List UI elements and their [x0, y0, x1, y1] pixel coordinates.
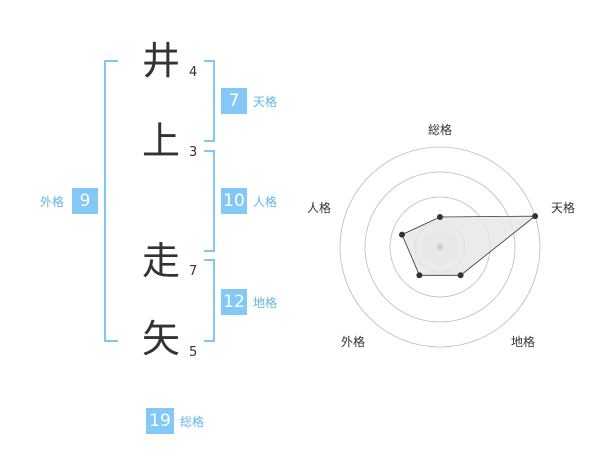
jinkaku-bracket [204, 150, 215, 252]
gaikaku-label: 外格 [40, 195, 65, 209]
radar-label-jinkaku: 人格 [307, 201, 332, 215]
radar-label-chikaku: 地格 [511, 335, 536, 349]
tenkaku-label: 天格 [253, 95, 278, 109]
stroke-count-4: 5 [189, 345, 198, 360]
soukaku-value: 19 [146, 408, 174, 434]
stroke-count-2: 3 [189, 145, 198, 160]
jinkaku-value: 10 [221, 188, 247, 214]
name-char-3: 走 [142, 239, 181, 283]
radar-point-2 [532, 213, 539, 220]
name-char-4: 矢 [142, 317, 181, 361]
radar-point-4 [416, 272, 423, 279]
gaikaku-value: 9 [72, 188, 98, 214]
radar-point-3 [457, 272, 464, 279]
tenkaku-bracket [204, 60, 215, 142]
chikaku-label: 地格 [253, 296, 278, 310]
soukaku-label: 総格 [180, 415, 205, 429]
stroke-count-1: 4 [189, 65, 198, 80]
radar-ring-3 [364, 171, 516, 323]
radar-label-tenkaku: 天格 [551, 201, 576, 215]
radar-area [401, 215, 537, 276]
radar-center-dot [437, 244, 443, 250]
name-char-1: 井 [142, 39, 181, 83]
radar-label-gaikaku: 外格 [341, 335, 366, 349]
radar-point-5 [399, 231, 405, 238]
gaikaku-bracket [104, 60, 118, 342]
stroke-count-3: 7 [189, 264, 198, 279]
radar-point-1 [437, 214, 443, 220]
jinkaku-label: 人格 [253, 195, 278, 209]
radar-label-soukaku: 総格 [428, 123, 453, 137]
chikaku-bracket [204, 259, 215, 342]
name-char-2: 上 [142, 119, 181, 163]
tenkaku-value: 7 [221, 88, 247, 114]
radar-ring-4 [339, 146, 541, 348]
chikaku-value: 12 [221, 289, 247, 315]
